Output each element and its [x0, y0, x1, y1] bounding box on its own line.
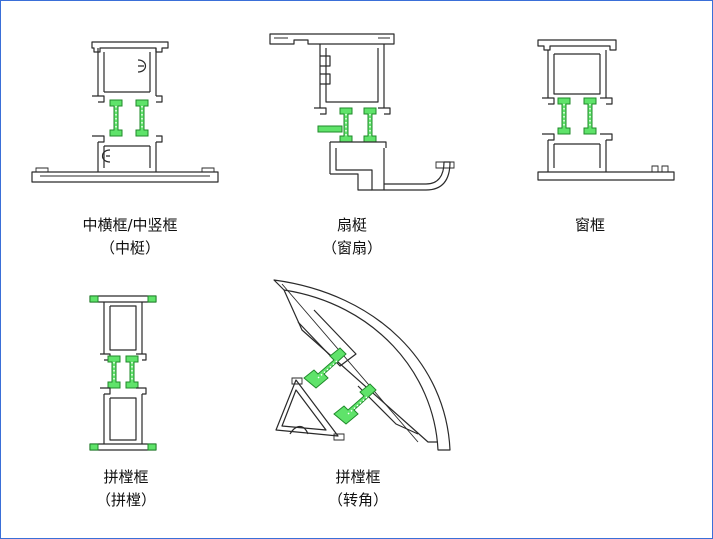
corner-caption-alias: （转角）: [327, 491, 388, 509]
coupling-caption-alias: （拼樘）: [95, 491, 156, 509]
mullion-caption: 中横框/中竖框 （中梃）: [40, 214, 220, 260]
coupling-caption-name: 拼樘框: [103, 468, 149, 486]
mullion-caption-name: 中横框/中竖框: [82, 216, 178, 234]
window-frame-caption-name: 窗框: [574, 216, 605, 234]
corner-caption-name: 拼樘框: [335, 468, 381, 486]
mullion-profile-drawing: [31, 41, 219, 183]
mullion-caption-alias: （中梃）: [99, 239, 160, 257]
coupling-caption: 拼樘框 （拼樘）: [66, 466, 186, 512]
corner-caption: 拼樘框 （转角）: [298, 466, 418, 512]
sash-profile-drawing: [269, 33, 455, 191]
coupling-profile-drawing: [89, 295, 157, 451]
sash-caption-name: 扇梃: [336, 216, 367, 234]
corner-profile-drawing: [273, 279, 451, 451]
window-frame-caption: 窗框: [540, 214, 640, 237]
sash-caption-alias: （窗扇）: [321, 239, 382, 257]
window-frame-profile-drawing: [537, 39, 675, 181]
sash-caption: 扇梃 （窗扇）: [292, 214, 412, 260]
